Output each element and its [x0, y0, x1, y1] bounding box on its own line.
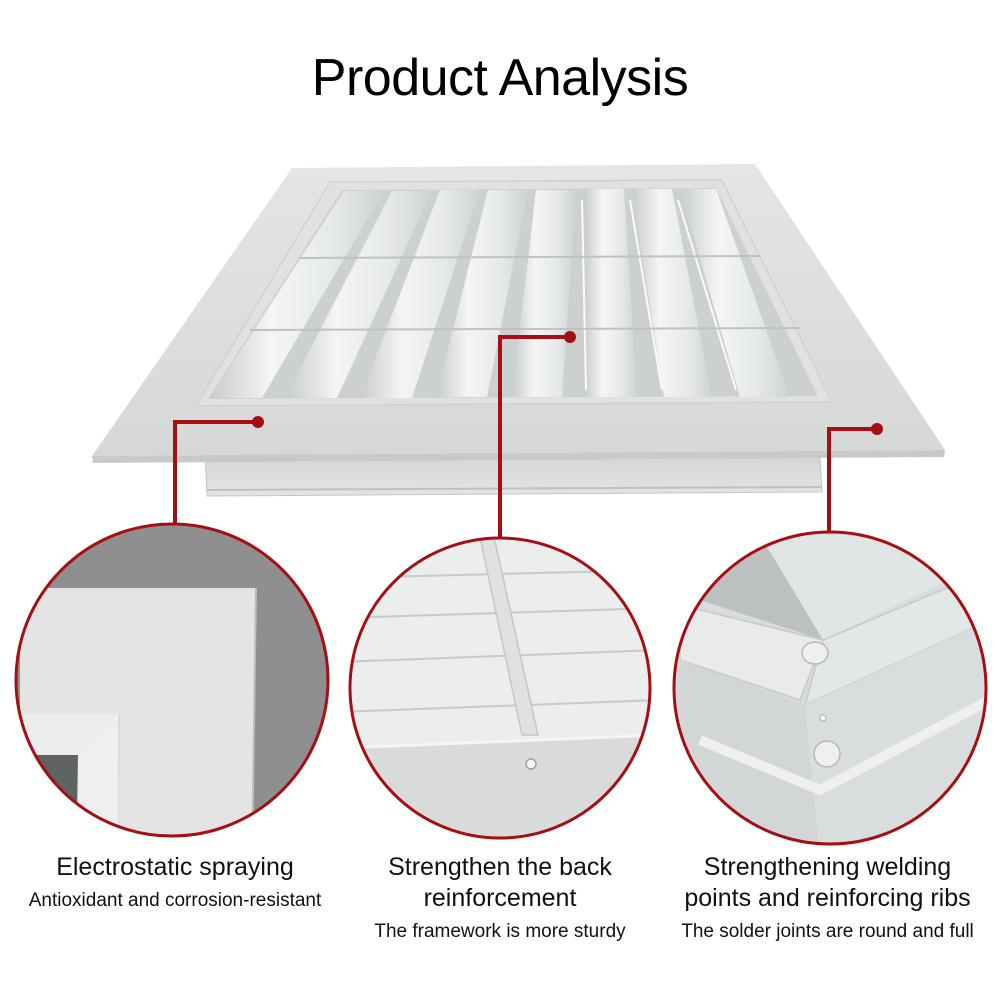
feature-2-heading-line1: Strengthen the back [388, 853, 612, 881]
detail-circle-1-frame-corner [16, 524, 328, 836]
detail-circle-1-border [14, 522, 330, 838]
feature-2-heading-line2: reinforcement [423, 884, 577, 912]
callout-dots [252, 331, 883, 435]
callout-dot-1 [252, 416, 264, 428]
callout-dot-2 [564, 331, 576, 343]
detail-circle-3-border [672, 530, 988, 846]
callout-line-2 [498, 335, 569, 540]
grille-main [92, 164, 945, 497]
weld-point-1 [801, 641, 829, 665]
callout-line-3 [827, 427, 876, 534]
page-title: Product Analysis [311, 49, 689, 107]
feature-caption-3: Strengthening welding points and reinfor… [655, 852, 1000, 944]
feature-1-subtext: Antioxidant and corrosion-resistant [28, 890, 322, 911]
callout-lines [173, 335, 876, 540]
detail-circle-2-border [348, 536, 652, 840]
feature-caption-2: Strengthen the back reinforcement The fr… [340, 852, 660, 944]
feature-caption-1: Electrostatic spraying Antioxidant and c… [0, 852, 350, 913]
detail-circle-3-welding [674, 532, 986, 844]
feature-2-subtext: The framework is more sturdy [374, 921, 626, 942]
feature-1-heading: Electrostatic spraying [56, 853, 294, 881]
reinforcement-rib [477, 538, 539, 736]
feature-3-heading-line1: Strengthening welding [703, 853, 952, 881]
callout-dot-3 [871, 423, 883, 435]
feature-3-heading-line2: points and reinforcing ribs [684, 884, 971, 912]
feature-3-subtext: The solder joints are round and full [681, 921, 974, 942]
louvers [210, 189, 790, 398]
weld-point-2 [813, 740, 841, 768]
callout-line-1 [173, 420, 257, 525]
rivet [525, 758, 537, 770]
detail-circle-2-reinforcement [350, 538, 650, 838]
